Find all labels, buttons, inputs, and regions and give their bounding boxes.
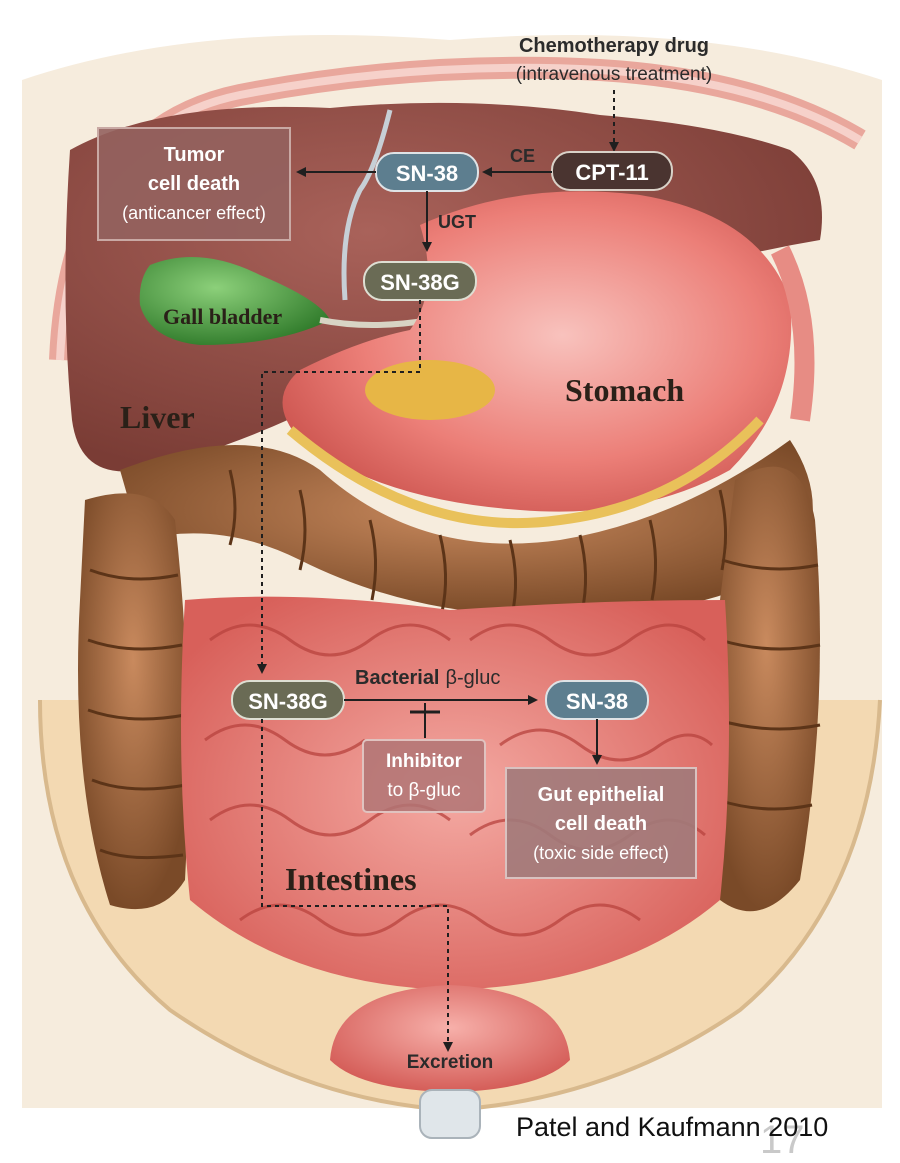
sn38g-liver-label: SN-38G — [380, 270, 459, 295]
tumor-line3: (anticancer effect) — [122, 203, 266, 223]
inhibitor-line2: to β-gluc — [387, 780, 460, 801]
drug-subtitle: (intravenous treatment) — [516, 64, 712, 85]
excretion-label: Excretion — [407, 1052, 494, 1073]
ce-label: CE — [510, 146, 535, 166]
urethra — [420, 1090, 480, 1138]
stomach-label: Stomach — [565, 372, 684, 408]
sn38-liver-label: SN-38 — [396, 161, 458, 186]
sn38g-gut-label: SN-38G — [248, 689, 327, 714]
pancreas — [365, 360, 495, 420]
tumor-line1: Tumor — [164, 144, 225, 166]
tumor-line2: cell death — [148, 173, 240, 195]
sn38-gut-label: SN-38 — [566, 689, 628, 714]
gall-bladder-label: Gall bladder — [163, 304, 282, 329]
liver-label: Liver — [120, 399, 195, 435]
inhibitor-line1: Inhibitor — [386, 751, 463, 772]
gut-line2: cell death — [555, 813, 647, 835]
drug-title: Chemotherapy drug — [519, 35, 709, 57]
gut-line3: (toxic side effect) — [533, 843, 669, 863]
intestines-label: Intestines — [285, 861, 417, 897]
citation: Patel and Kaufmann 2010 — [516, 1112, 828, 1143]
ugt-label: UGT — [438, 212, 476, 232]
cpt11-label: CPT-11 — [575, 160, 648, 185]
gut-line1: Gut epithelial — [538, 784, 665, 806]
